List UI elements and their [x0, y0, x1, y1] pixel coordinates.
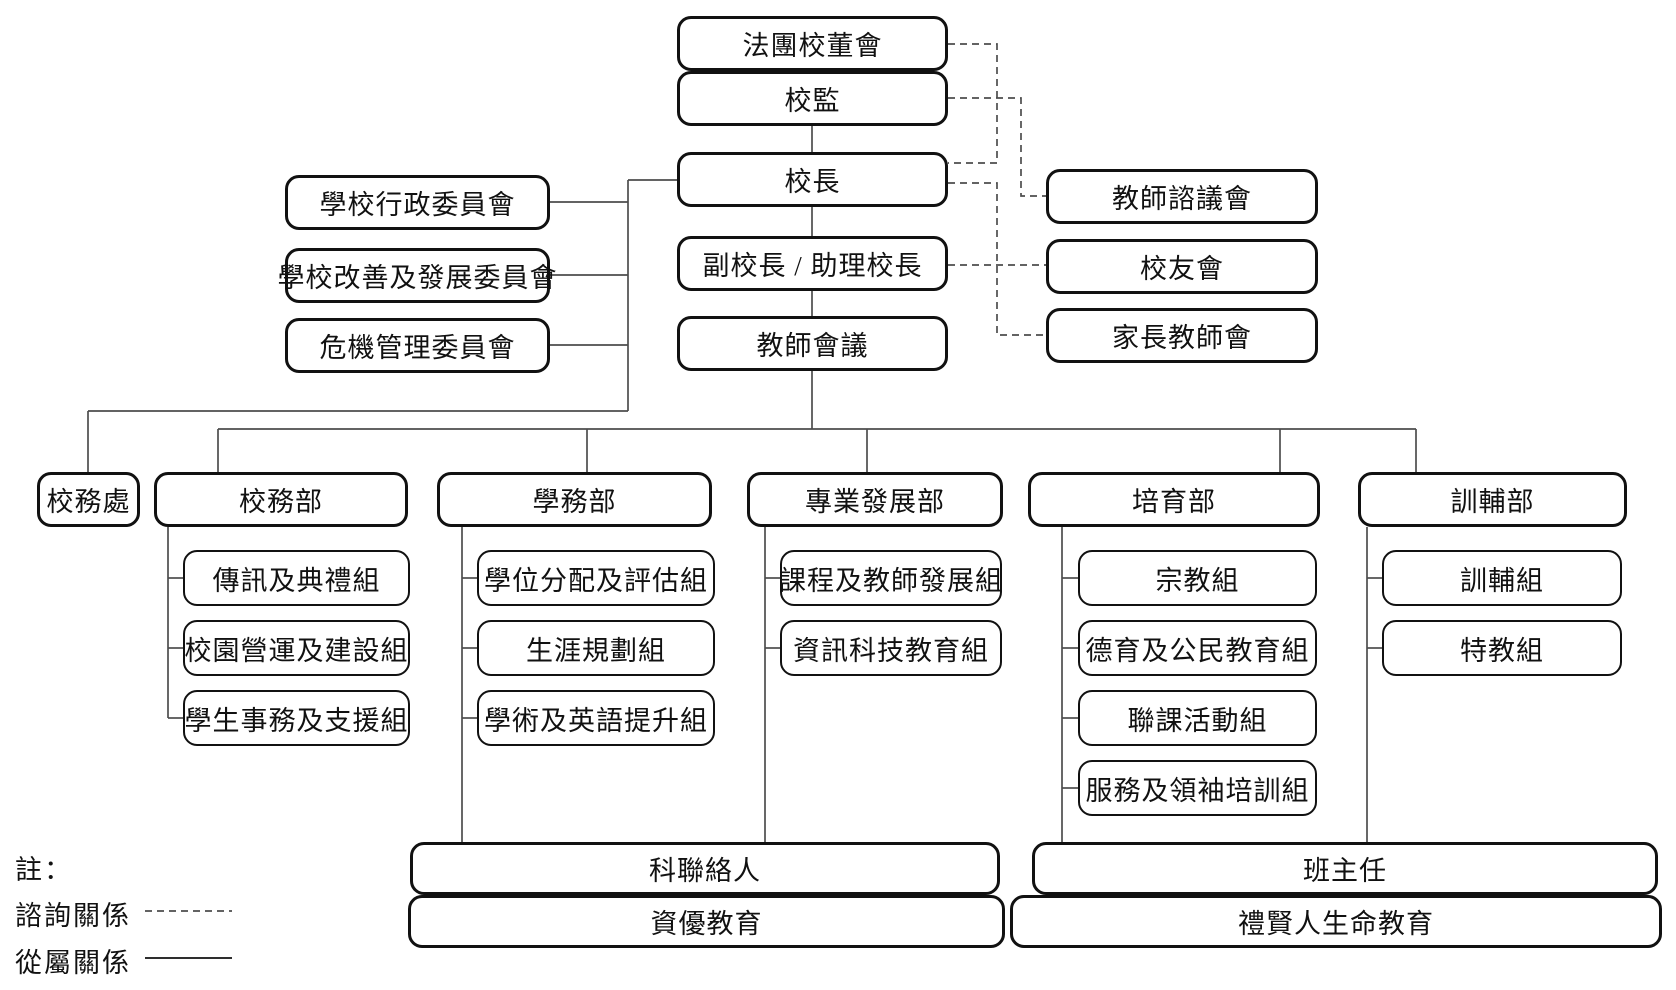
legend-title: 註：	[15, 855, 73, 885]
node-discipline-counselling: 訓輔部	[1358, 472, 1627, 527]
node-subject-liaison: 科聯絡人	[410, 842, 1000, 895]
node-team-discipline-counselling: 訓輔組	[1382, 550, 1622, 606]
legend-consultative-label: 諮詢關係	[15, 901, 131, 931]
node-team-cocurricular: 聯課活動組	[1078, 690, 1317, 746]
consultative-lines	[948, 43, 1046, 336]
node-professional-development: 專業發展部	[747, 472, 1003, 527]
node-team-career-planning: 生涯規劃組	[477, 620, 715, 676]
node-team-special-education: 特教組	[1382, 620, 1622, 676]
node-academic-affairs: 學務部	[437, 472, 712, 527]
node-class-teachers: 班主任	[1032, 842, 1658, 895]
node-supervisor: 校監	[677, 71, 948, 126]
node-team-campus-operations: 校園營運及建設組	[183, 620, 410, 676]
node-gifted-education: 資優教育	[408, 895, 1005, 948]
node-general-office: 校務處	[37, 472, 140, 527]
node-admin-committee: 學校行政委員會	[285, 175, 550, 230]
node-team-places-assessment: 學位分配及評估組	[477, 550, 715, 606]
node-life-education: 禮賢人生命教育	[1010, 895, 1662, 948]
node-nurturing: 培育部	[1028, 472, 1320, 527]
node-imc: 法團校董會	[677, 16, 948, 71]
node-team-communications-ceremonies: 傳訊及典禮組	[183, 550, 410, 606]
node-teachers-council: 教師諮議會	[1046, 169, 1318, 224]
node-school-affairs: 校務部	[154, 472, 408, 527]
node-improvement-committee: 學校改善及發展委員會	[278, 248, 557, 303]
node-team-moral-civic: 德育及公民教育組	[1078, 620, 1317, 676]
node-team-it-education: 資訊科技教育組	[780, 620, 1002, 676]
node-teachers-meeting: 教師會議	[677, 316, 948, 371]
node-crisis-committee: 危機管理委員會	[285, 318, 550, 373]
node-team-student-affairs-support: 學生事務及支援組	[183, 690, 410, 746]
node-vice-principal: 副校長 / 助理校長	[677, 236, 948, 291]
subordinate-lines	[87, 126, 1417, 842]
node-team-academic-english: 學術及英語提升組	[477, 690, 715, 746]
node-team-religious: 宗教組	[1078, 550, 1317, 606]
node-team-service-leadership: 服務及領袖培訓組	[1078, 760, 1317, 816]
node-principal: 校長	[677, 152, 948, 207]
node-alumni: 校友會	[1046, 239, 1318, 294]
node-pta: 家長教師會	[1046, 308, 1318, 363]
legend-subordinate-label: 從屬關係	[15, 948, 131, 978]
node-team-curriculum-teacher-dev: 課程及教師發展組	[779, 550, 1002, 606]
